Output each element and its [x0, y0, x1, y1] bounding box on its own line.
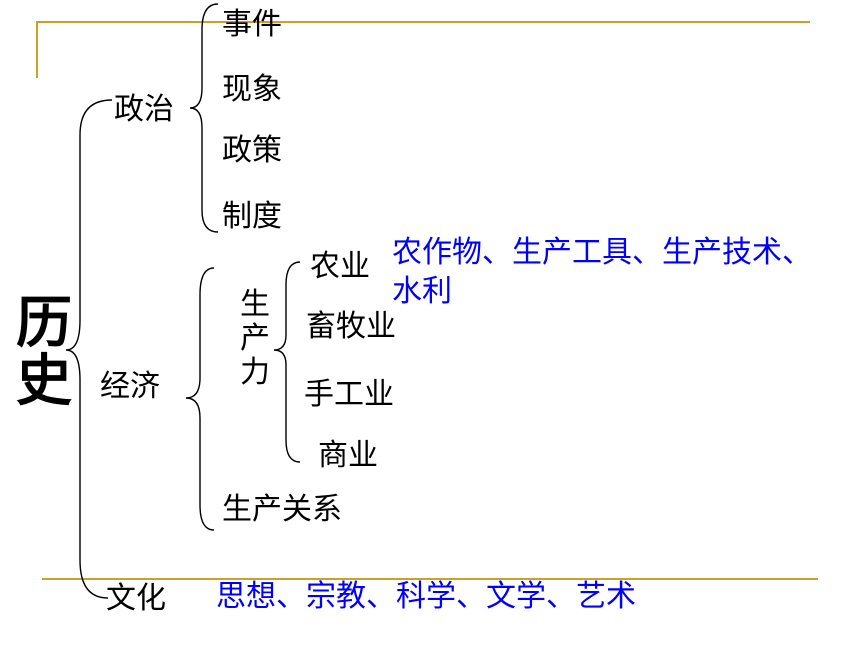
- culture-note: 思想、宗教、科学、文学、艺术: [216, 579, 636, 614]
- root-label-line1: 历: [16, 291, 72, 356]
- economy-brace: [185, 267, 215, 531]
- left-rule: [36, 21, 38, 78]
- politics-brace: [189, 3, 219, 233]
- bottom-rule: [42, 578, 818, 580]
- sector-agriculture: 农业: [310, 249, 370, 284]
- economy-label: 经济: [100, 369, 160, 404]
- culture-label: 文化: [106, 581, 166, 616]
- top-rule: [36, 21, 810, 23]
- sector-commerce: 商业: [318, 438, 378, 473]
- productive-forces-char-2: 产: [240, 321, 270, 356]
- politics-item-phenomena: 现象: [222, 72, 282, 107]
- relations-of-production: 生产关系: [222, 492, 342, 527]
- productive-forces-char-3: 力: [240, 355, 270, 390]
- sector-animal-husbandry: 畜牧业: [306, 309, 396, 344]
- root-brace: [65, 99, 113, 599]
- sector-handicraft: 手工业: [304, 377, 394, 412]
- root-label-line2: 史: [16, 349, 72, 414]
- politics-item-events: 事件: [222, 7, 282, 42]
- productive-forces-char-1: 生: [240, 287, 270, 322]
- politics-label: 政治: [114, 92, 174, 127]
- politics-item-policy: 政策: [222, 133, 282, 168]
- productive-forces-brace: [273, 261, 301, 463]
- agriculture-note-line1: 农作物、生产工具、生产技术、: [392, 235, 812, 270]
- politics-item-system: 制度: [222, 199, 282, 234]
- agriculture-note-line2: 水利: [392, 274, 452, 309]
